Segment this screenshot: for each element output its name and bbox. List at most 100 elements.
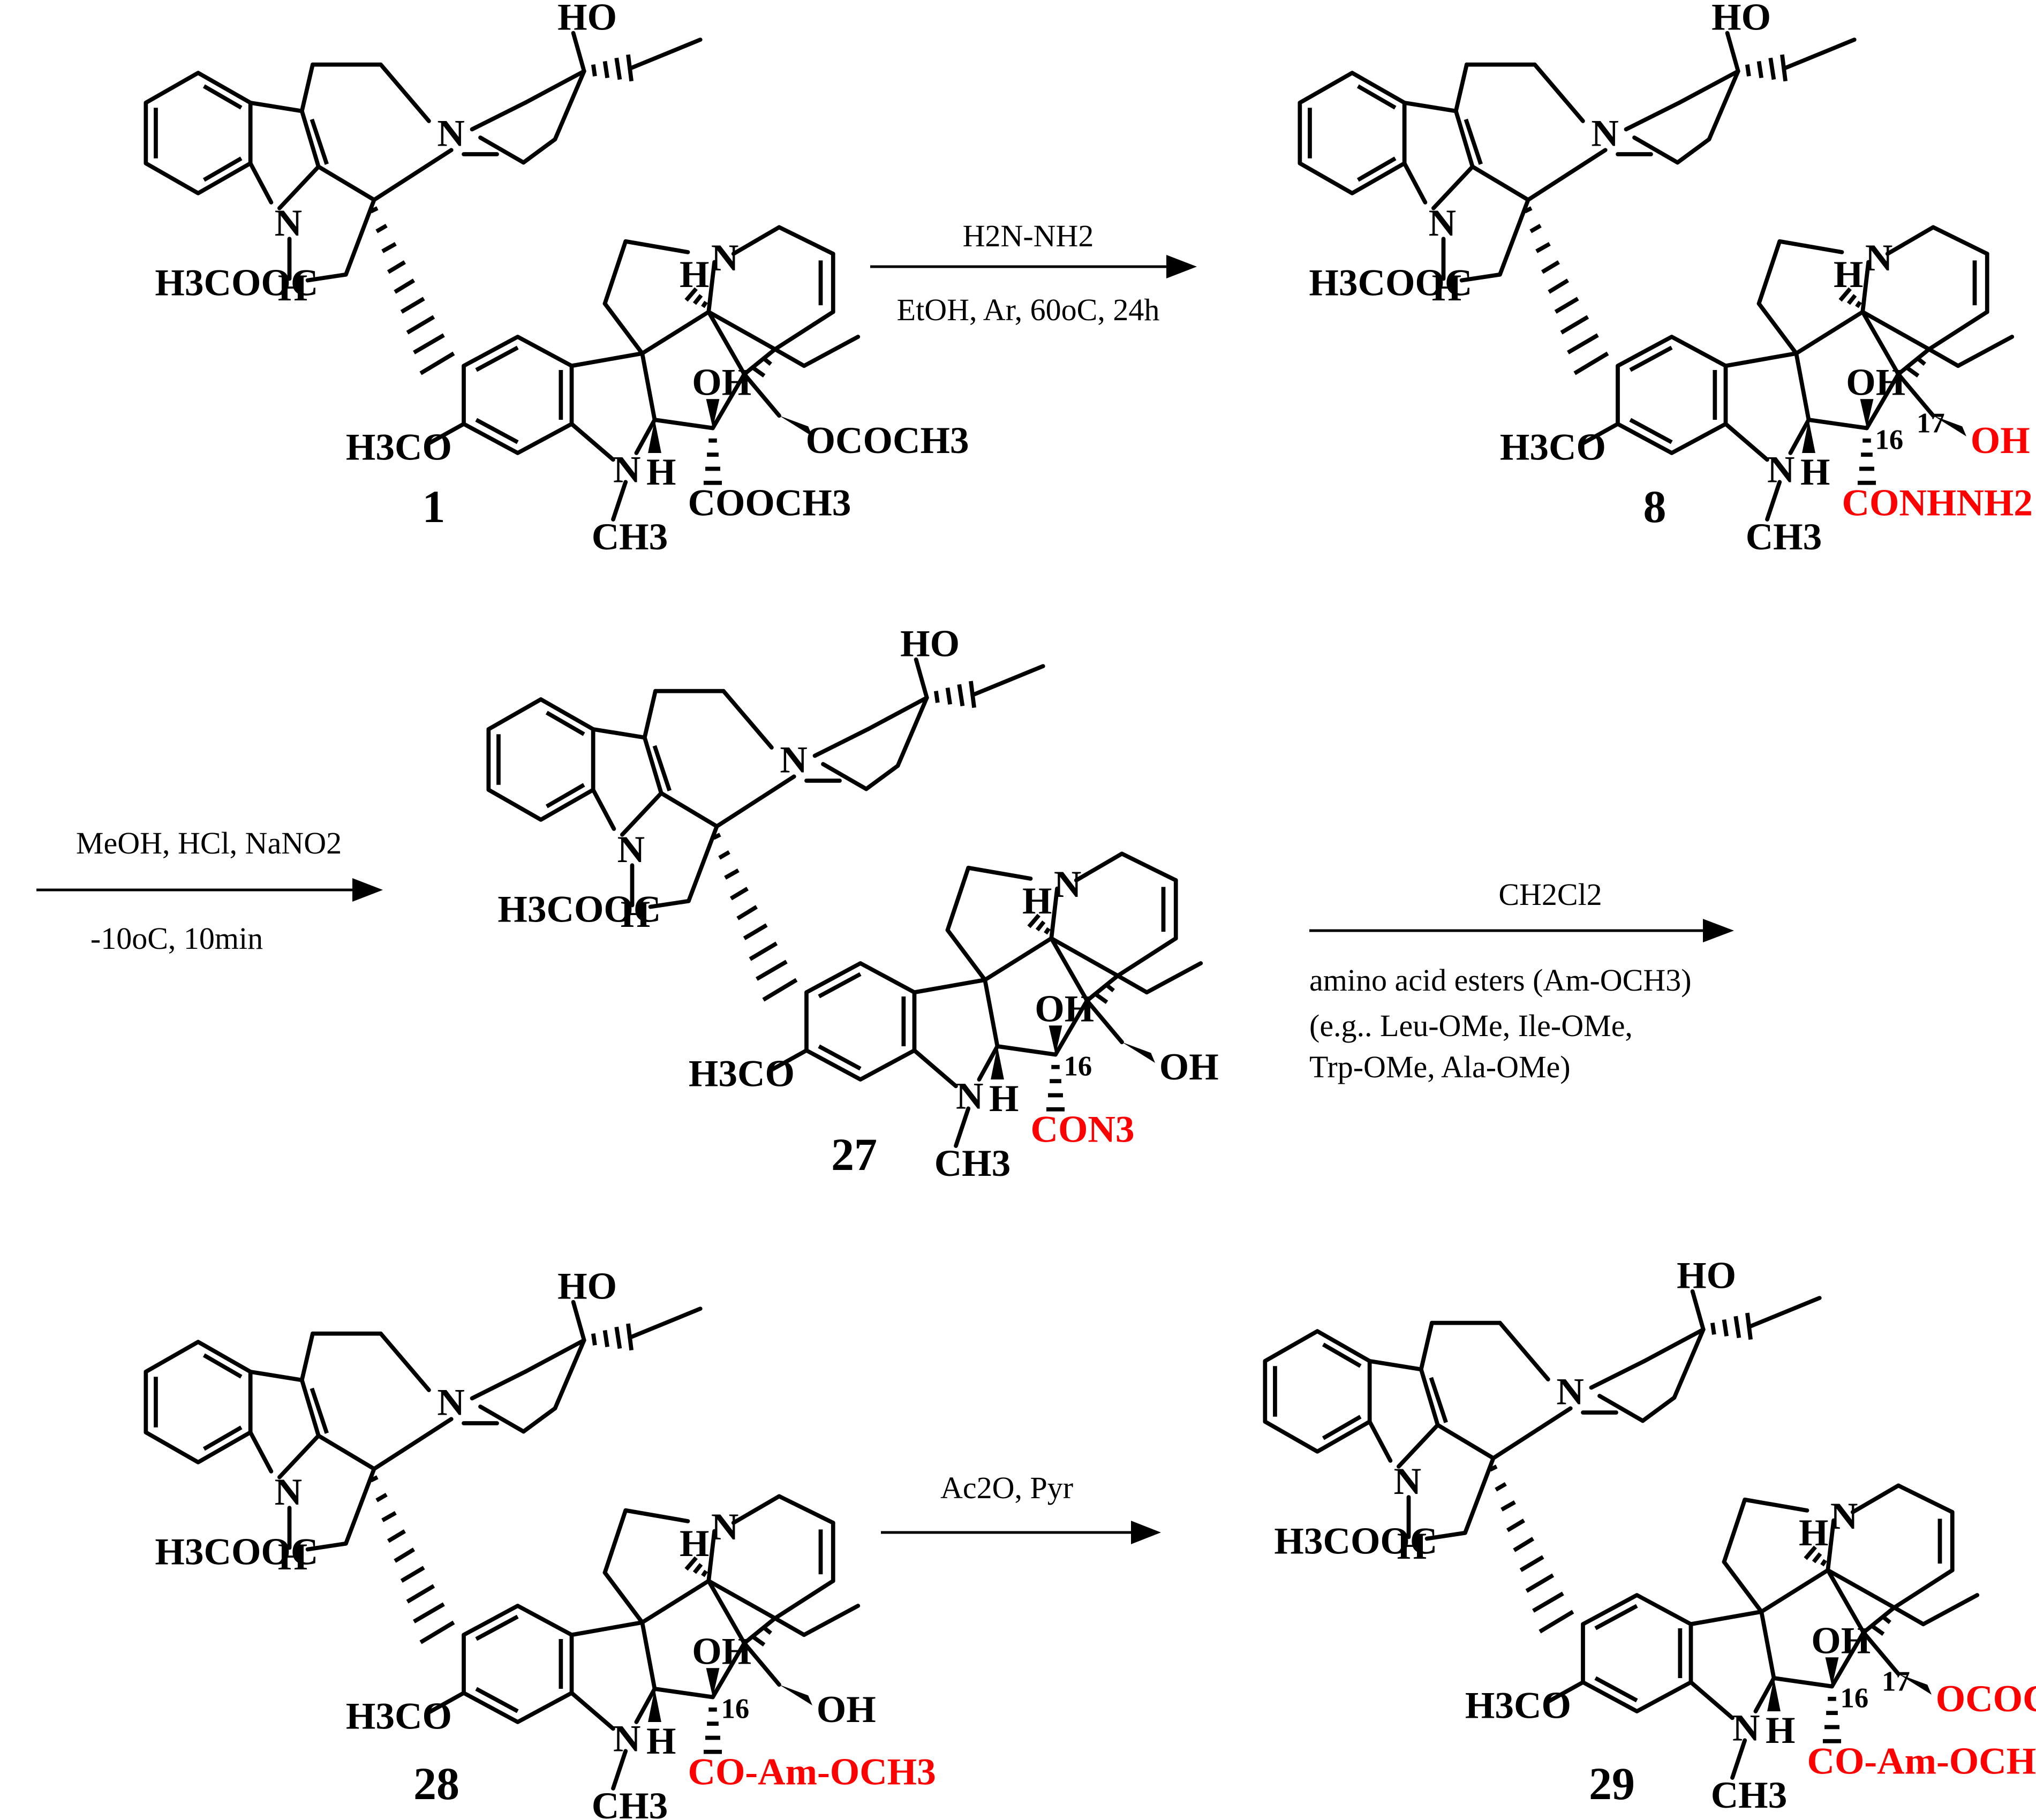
n-methyl-label: CH3 [934,1142,1011,1184]
indole-hydrogen-label: H [1397,1525,1427,1567]
arrow-step-4: Ac2O, Pyr [881,1470,1161,1544]
indole-nitrogen-label: N [617,828,645,871]
hydroxyl-label: HO [557,1265,617,1308]
position-16-label: 16 [721,1693,750,1724]
bridge-nitrogen-label: N [780,739,807,781]
c16-substituent-label: CON3 [1031,1108,1135,1150]
c2-hydrogen-label: H [646,451,676,493]
bridge-nitrogen-label: N [1591,112,1618,155]
methyl-ester-label: H3COOC [1274,1520,1437,1562]
c2-hydrogen-label: H [1766,1709,1795,1751]
c16-substituent-label: CO-Am-OCH3 [688,1750,936,1793]
methoxy-label: H3CO [1500,426,1606,468]
compound-28-structure: HO N N H H3COOC H N OH H3CO N H CH3 OH C… [146,1265,936,1820]
compound-label-28: 28 [413,1758,459,1809]
hydroxyl-label: HO [900,623,960,665]
ring-fusion-hydrogen-label: H [1022,880,1052,922]
c16-hydroxyl-label: OH [692,1630,751,1673]
piperidine-nitrogen-label: N [1054,863,1081,905]
piperidine-nitrogen-label: N [711,237,738,279]
arrow-step-2: MeOH, HCl, NaNO2 -10oC, 10min [36,826,383,956]
conditions-below-line-3: Trp-OMe, Ala-OMe) [1309,1049,1571,1084]
conditions-below-line-1: amino acid esters (Am-OCH3) [1309,963,1692,998]
c2-hydrogen-label: H [989,1077,1019,1120]
c17-substituent-label: OH [1159,1046,1219,1088]
atom-labels: HO N N H H3COOC H N OH H3CO N H CH3 OH C… [1309,0,2033,558]
reagent-above: Ac2O, Pyr [940,1470,1073,1505]
n-methyl-label: CH3 [592,1785,668,1820]
indole-nitrogen-label: N [1429,202,1456,244]
compound-label-29: 29 [1589,1758,1635,1809]
indoline-nitrogen-label: N [1732,1706,1760,1749]
conditions-below: EtOH, Ar, 60oC, 24h [897,292,1160,327]
arrow-step-3: CH2Cl2 amino acid esters (Am-OCH3) (e.g.… [1309,877,1734,1084]
methoxy-label: H3CO [346,426,452,468]
ring-fusion-hydrogen-label: H [680,253,709,296]
piperidine-nitrogen-label: N [1865,237,1892,279]
indole-hydrogen-label: H [1432,267,1461,309]
c17-substituent-label: OH [817,1688,876,1731]
ring-fusion-hydrogen-label: H [1834,253,1863,296]
compound-27-structure: HO N N H H3COOC H N OH H3CO N H CH3 OH C… [488,623,1219,1184]
reagent-above: H2N-NH2 [963,218,1094,253]
indole-nitrogen-label: N [275,202,302,244]
c2-hydrogen-label: H [646,1720,676,1762]
n-methyl-label: CH3 [1711,1774,1788,1816]
c16-substituent-label: CO-Am-OCH3 [1807,1740,2036,1782]
c16-hydroxyl-label: OH [1035,988,1094,1030]
position-16-label: 16 [1841,1682,1869,1713]
compound-label-1: 1 [423,481,446,532]
n-methyl-label: CH3 [592,516,668,558]
reagent-above: CH2Cl2 [1498,877,1602,912]
bridge-nitrogen-label: N [437,1381,464,1424]
indole-nitrogen-label: N [1394,1460,1421,1502]
reagent-above: MeOH, HCl, NaNO2 [76,826,342,860]
conditions-below: -10oC, 10min [91,921,263,956]
ring-fusion-hydrogen-label: H [680,1522,709,1565]
c16-hydroxyl-label: OH [692,361,751,404]
atom-labels: HO N N H H3COOC H N OH H3CO N H CH3 OH C… [497,623,1218,1184]
atom-labels: HO N N H H3COOC H N OH H3CO N H CH3 OH C… [155,1265,936,1820]
methyl-ester-label: H3COOC [155,261,318,304]
indoline-nitrogen-label: N [1767,448,1794,490]
c17-substituent-label: OCOCH3 [1936,1678,2036,1720]
methoxy-label: H3CO [689,1052,795,1094]
indole-hydrogen-label: H [278,1536,307,1578]
ring-fusion-hydrogen-label: H [1799,1512,1828,1554]
indole-hydrogen-label: H [278,267,307,309]
position-16-label: 16 [1875,424,1904,455]
indole-hydrogen-label: H [621,893,650,935]
methyl-ester-label: H3COOC [155,1531,318,1573]
c16-hydroxyl-label: OH [1811,1620,1871,1662]
piperidine-nitrogen-label: N [711,1506,738,1548]
piperidine-nitrogen-label: N [1830,1495,1858,1537]
hydroxyl-label: HO [1677,1255,1736,1297]
position-17-label: 17 [1917,407,1945,439]
c16-substituent-label: CONHNH2 [1842,481,2033,524]
c2-hydrogen-label: H [1800,451,1830,493]
methoxy-label: H3CO [1465,1684,1571,1726]
compound-1-structure: HO N N H H3COOC H N OH H3CO N H CH3 OCOC… [146,0,969,558]
methyl-ester-label: H3COOC [497,888,661,931]
indole-nitrogen-label: N [275,1471,302,1513]
n-methyl-label: CH3 [1746,516,1822,558]
atom-labels: HO N N H H3COOC H N OH H3CO N H CH3 OCOC… [155,0,969,558]
hydroxyl-label: HO [1711,0,1771,39]
c16-substituent-label: COOCH3 [688,481,851,524]
bridge-nitrogen-label: N [1556,1371,1583,1413]
bridge-nitrogen-label: N [437,112,464,155]
indoline-nitrogen-label: N [613,448,640,490]
compound-label-27: 27 [831,1129,877,1180]
c17-substituent-label: OH [1971,419,2030,462]
compound-label-8: 8 [1643,481,1666,532]
indoline-nitrogen-label: N [956,1075,983,1117]
arrow-step-1: H2N-NH2 EtOH, Ar, 60oC, 24h [870,218,1197,327]
methyl-ester-label: H3COOC [1309,261,1472,304]
conditions-below-line-2: (e.g.. Leu-OMe, Ile-OMe, [1309,1008,1633,1043]
compound-8-structure: HO N N H H3COOC H N OH H3CO N H CH3 OH C… [1300,0,2033,558]
c16-hydroxyl-label: OH [1846,361,1905,404]
c17-substituent-label: OCOCH3 [806,419,969,462]
